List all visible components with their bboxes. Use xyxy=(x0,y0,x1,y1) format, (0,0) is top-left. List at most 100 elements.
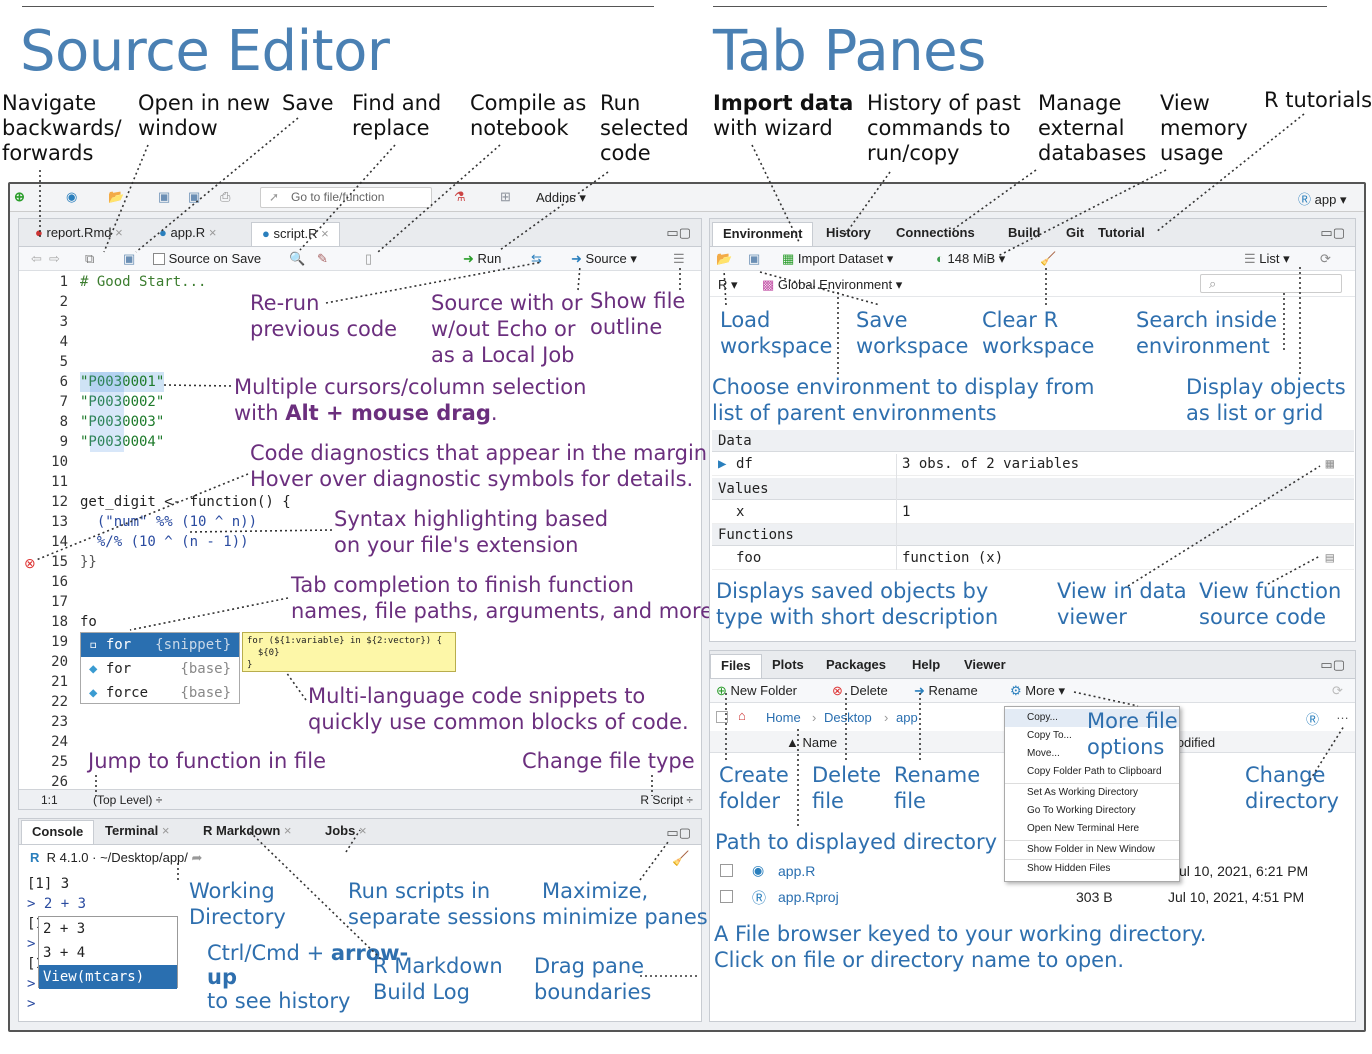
project-icon[interactable]: Ⓡ xyxy=(1306,712,1320,727)
wand-icon[interactable]: ✎ xyxy=(317,251,328,266)
outline-icon[interactable]: ☰ xyxy=(673,251,685,266)
close-icon[interactable]: × xyxy=(161,823,170,838)
new-file-icon[interactable]: ⊕ xyxy=(14,189,25,204)
run-button[interactable]: ➜ Run xyxy=(463,251,501,267)
sort-name[interactable]: ▲ Name xyxy=(786,735,838,750)
completion-item[interactable]: ◆ force{base} xyxy=(81,681,239,705)
rerun-icon[interactable]: ⇆ xyxy=(531,251,542,266)
pane-min-max-icon[interactable]: ▭▢ xyxy=(666,225,691,240)
save-icon[interactable]: ▣ xyxy=(123,251,136,266)
crumb-app[interactable]: app xyxy=(896,710,918,725)
code-line[interactable]: fo xyxy=(80,614,97,630)
forward-icon[interactable]: ⇨ xyxy=(49,251,60,266)
broom-icon[interactable]: 🧹 xyxy=(672,850,690,866)
close-icon[interactable]: × xyxy=(208,225,217,240)
project-menu[interactable]: Ⓡ app ▾ xyxy=(1298,192,1347,207)
close-icon[interactable]: × xyxy=(358,823,367,838)
tab-plots[interactable]: Plots xyxy=(762,654,814,678)
tab-terminal[interactable]: Terminal × xyxy=(95,820,179,844)
error-icon[interactable]: ⊗ xyxy=(24,555,36,571)
select-all-checkbox[interactable] xyxy=(716,711,728,723)
completion-item[interactable]: ◆ for{base} xyxy=(81,657,239,681)
close-icon[interactable]: × xyxy=(115,225,123,240)
ellipsis-icon[interactable]: … xyxy=(1336,707,1349,722)
completion-item[interactable]: ▫ for{snippet} xyxy=(81,633,239,657)
tab-tutorial[interactable]: Tutorial xyxy=(1088,222,1155,246)
tab-report-rmd[interactable]: ● report.Rmd × xyxy=(25,222,133,246)
history-item[interactable]: 2 + 3 xyxy=(43,921,86,937)
code-string[interactable]: "P0030004" xyxy=(80,434,165,450)
tab-console[interactable]: Console xyxy=(21,820,95,844)
menu-terminal[interactable]: Open New Terminal Here xyxy=(1027,823,1140,834)
memory-usage-button[interactable]: ◐ 148 MiB ▾ xyxy=(936,251,1006,266)
file-checkbox[interactable] xyxy=(720,890,733,903)
global-env-menu[interactable]: ▩ Global Environment ▾ xyxy=(762,277,903,292)
tab-environment[interactable]: Environment xyxy=(712,222,814,246)
source-on-save-checkbox[interactable]: Source on Save xyxy=(153,251,261,266)
console-line[interactable]: > xyxy=(27,996,44,1012)
refresh-icon[interactable]: ⟳ xyxy=(1332,683,1343,698)
go-wd-icon[interactable]: ➦ xyxy=(191,850,203,865)
view-source-icon[interactable]: ▤ xyxy=(1325,550,1334,566)
tab-rmarkdown[interactable]: R Markdown × xyxy=(193,820,302,844)
code-line[interactable]: ("num" %% (10 ^ n)) xyxy=(80,514,258,530)
close-icon[interactable]: × xyxy=(321,226,329,241)
pane-min-max-icon[interactable]: ▭▢ xyxy=(1320,225,1345,240)
print-icon[interactable]: ⎙ xyxy=(220,189,231,204)
history-item[interactable]: 3 + 4 xyxy=(43,945,86,961)
save-workspace-icon[interactable]: ▣ xyxy=(748,251,761,266)
code-line[interactable]: %/% (10 ^ (n - 1)) xyxy=(80,534,249,550)
tab-help[interactable]: Help xyxy=(902,654,950,678)
load-workspace-icon[interactable]: 📂 xyxy=(716,251,733,266)
file-type-menu[interactable]: R Script ÷ xyxy=(640,793,693,807)
file-row[interactable]: ◉ app.R Jul 10, 2021, 6:21 PM xyxy=(710,860,1355,884)
pane-min-max-icon[interactable]: ▭▢ xyxy=(1320,657,1345,672)
language-menu[interactable]: R ▾ xyxy=(718,277,738,292)
source-button[interactable]: ➜ Source ▾ xyxy=(571,251,637,266)
knit-icon[interactable]: ⚗ xyxy=(454,189,466,204)
view-mode-menu[interactable]: ☰ List ▾ xyxy=(1244,251,1290,266)
new-project-icon[interactable]: ◉ xyxy=(66,189,78,204)
menu-copy[interactable]: Copy... xyxy=(1005,709,1179,727)
menu-show-folder[interactable]: Show Folder in New Window xyxy=(1005,840,1179,859)
file-row[interactable]: Ⓡ app.Rproj 303 B Jul 10, 2021, 4:51 PM xyxy=(710,886,1355,910)
menu-go-wd[interactable]: Go To Working Directory xyxy=(1027,805,1136,816)
tab-jobs[interactable]: Jobs × xyxy=(315,820,377,844)
open-file-icon[interactable]: 📂 xyxy=(108,189,125,204)
file-name[interactable]: app.Rproj xyxy=(778,889,839,905)
tab-packages[interactable]: Packages xyxy=(816,654,896,678)
history-item[interactable]: View(mtcars) xyxy=(39,965,177,989)
go-to-input[interactable]: ➚Go to file/function xyxy=(260,187,432,208)
home-icon[interactable]: ⌂ xyxy=(738,708,746,723)
crumb-home[interactable]: Home xyxy=(766,710,801,725)
save-all-icon[interactable]: ▣ xyxy=(188,189,201,204)
notebook-icon[interactable]: ▯ xyxy=(365,251,373,266)
crumb-desktop[interactable]: Desktop xyxy=(824,710,872,725)
code-comment[interactable]: # Good Start... xyxy=(80,274,207,290)
code-string[interactable]: "P0030001" xyxy=(80,372,165,392)
search-icon[interactable]: 🔍 xyxy=(289,251,306,266)
import-dataset-button[interactable]: ▦ Import Dataset ▾ xyxy=(782,251,894,266)
tab-history[interactable]: History xyxy=(816,222,881,246)
expand-icon[interactable]: ▶ xyxy=(718,456,727,472)
tab-git[interactable]: Git xyxy=(1056,222,1094,246)
menu-copy-to[interactable]: Copy To... xyxy=(1027,730,1072,741)
code-line[interactable]: get_digit <- function() { xyxy=(80,494,291,510)
env-search-input[interactable]: ⌕ xyxy=(1200,274,1342,293)
menu-move[interactable]: Move... xyxy=(1027,748,1060,759)
broom-icon[interactable]: 🧹 xyxy=(1040,251,1057,266)
back-icon[interactable]: ⇦ xyxy=(31,251,42,266)
env-row[interactable]: ▶ df 3 obs. of 2 variables ▦ xyxy=(712,454,1354,476)
console-wd[interactable]: R 4.1.0 · ~/Desktop/app/ xyxy=(46,850,188,865)
open-window-icon[interactable]: ⧉ xyxy=(85,251,95,266)
pane-min-max-icon[interactable]: ▭▢ xyxy=(666,825,691,840)
tab-script-r[interactable]: ● script.R × xyxy=(251,222,340,246)
new-folder-button[interactable]: ⊕ New Folder xyxy=(716,683,797,699)
tab-app-r[interactable]: ● app.R × xyxy=(149,222,226,246)
env-row[interactable]: foo function (x) ▤ xyxy=(712,548,1354,570)
more-button[interactable]: ⚙ More ▾ xyxy=(1010,683,1066,698)
function-scope-menu[interactable]: (Top Level) ÷ xyxy=(93,793,163,807)
save-icon[interactable]: ▣ xyxy=(158,189,171,204)
rename-button[interactable]: ➜ Rename xyxy=(914,683,978,699)
delete-button[interactable]: ⊗ Delete xyxy=(832,683,888,699)
